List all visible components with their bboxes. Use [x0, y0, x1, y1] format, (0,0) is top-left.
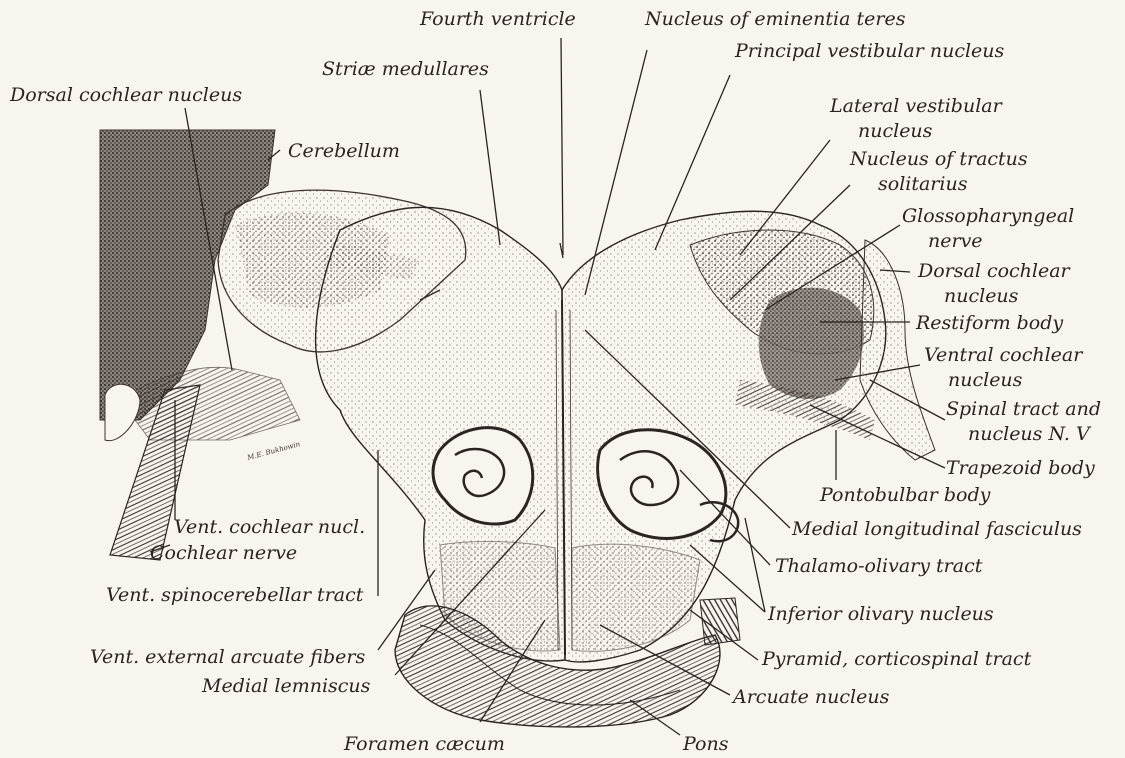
label-vent-cochlear-nucl: Vent. cochlear nucl.: [174, 516, 365, 538]
label-principal-vestibular-nucleus: Principal vestibular nucleus: [735, 40, 1004, 62]
label-medial-longitudinal-fasciculus: Medial longitudinal fasciculus: [792, 518, 1082, 540]
label-spinal-tract-2: nucleus N. V: [968, 423, 1090, 445]
label-pons: Pons: [683, 733, 728, 755]
label-dorsal-cochlear-right-1: Dorsal cochlear: [918, 260, 1070, 282]
label-striae-medullares: Striæ medullares: [322, 58, 489, 80]
label-cochlear-nerve: Cochlear nerve: [150, 542, 297, 564]
label-tractus-solitarius-1: Nucleus of tractus: [850, 148, 1028, 170]
label-trapezoid-body: Trapezoid body: [946, 457, 1095, 479]
artist-signature: M.E. Bukhowin: [245, 440, 301, 462]
label-fourth-ventricle: Fourth ventricle: [420, 8, 576, 30]
label-inferior-olivary-nucleus: Inferior olivary nucleus: [768, 603, 994, 625]
label-foramen-caecum: Foramen cæcum: [344, 733, 505, 755]
label-arcuate-nucleus: Arcuate nucleus: [733, 686, 889, 708]
label-lateral-vestibular-1: Lateral vestibular: [830, 95, 1002, 117]
label-medial-lemniscus: Medial lemniscus: [202, 675, 370, 697]
label-nucleus-eminentia-teres: Nucleus of eminentia teres: [645, 8, 905, 30]
label-thalamo-olivary-tract: Thalamo-olivary tract: [775, 555, 982, 577]
label-restiform-body: Restiform body: [916, 312, 1063, 334]
label-glossopharyngeal-2: nerve: [928, 230, 983, 252]
label-cerebellum: Cerebellum: [288, 140, 400, 162]
label-pyramid: Pyramid, corticospinal tract: [762, 648, 1031, 670]
label-ventral-cochlear-right-1: Ventral cochlear: [924, 344, 1082, 366]
label-lateral-vestibular-2: nucleus: [858, 120, 932, 142]
label-tractus-solitarius-2: solitarius: [878, 173, 967, 195]
label-pontobulbar-body: Pontobulbar body: [820, 484, 990, 506]
label-glossopharyngeal-1: Glossopharyngeal: [902, 205, 1074, 227]
label-dorsal-cochlear-right-2: nucleus: [944, 285, 1018, 307]
label-spinal-tract-1: Spinal tract and: [946, 398, 1101, 420]
label-dorsal-cochlear-nucleus-left: Dorsal cochlear nucleus: [10, 84, 242, 106]
label-vent-spinocerebellar-tract: Vent. spinocerebellar tract: [106, 584, 363, 606]
label-vent-external-arcuate-fibers: Vent. external arcuate fibers: [90, 646, 365, 668]
label-ventral-cochlear-right-2: nucleus: [948, 369, 1022, 391]
